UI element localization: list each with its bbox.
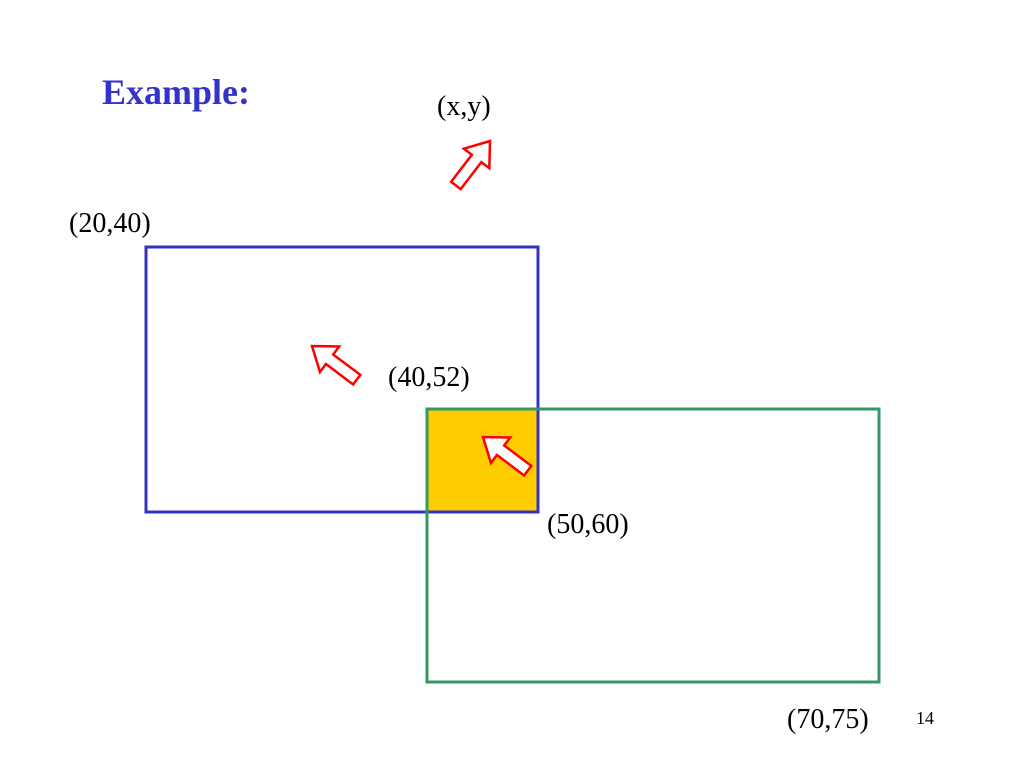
rectangle-1 bbox=[144, 245, 540, 514]
rect2-bottom-right-label: (70,75) bbox=[787, 704, 869, 735]
page-number: 14 bbox=[916, 708, 934, 728]
rect1-top-left-label: (20,40) bbox=[69, 208, 151, 239]
slide-title: Example: bbox=[102, 72, 250, 112]
rect2-top-left-label: (40,52) bbox=[388, 362, 470, 393]
arrow-up-left-icon bbox=[481, 435, 534, 478]
arrow-up-left-icon bbox=[449, 139, 492, 191]
arrow-up-left-icon bbox=[310, 344, 363, 387]
query-point-label: (x,y) bbox=[437, 91, 491, 122]
rectangle-2 bbox=[425, 407, 881, 684]
rect1-bottom-right-label: (50,60) bbox=[547, 509, 629, 540]
